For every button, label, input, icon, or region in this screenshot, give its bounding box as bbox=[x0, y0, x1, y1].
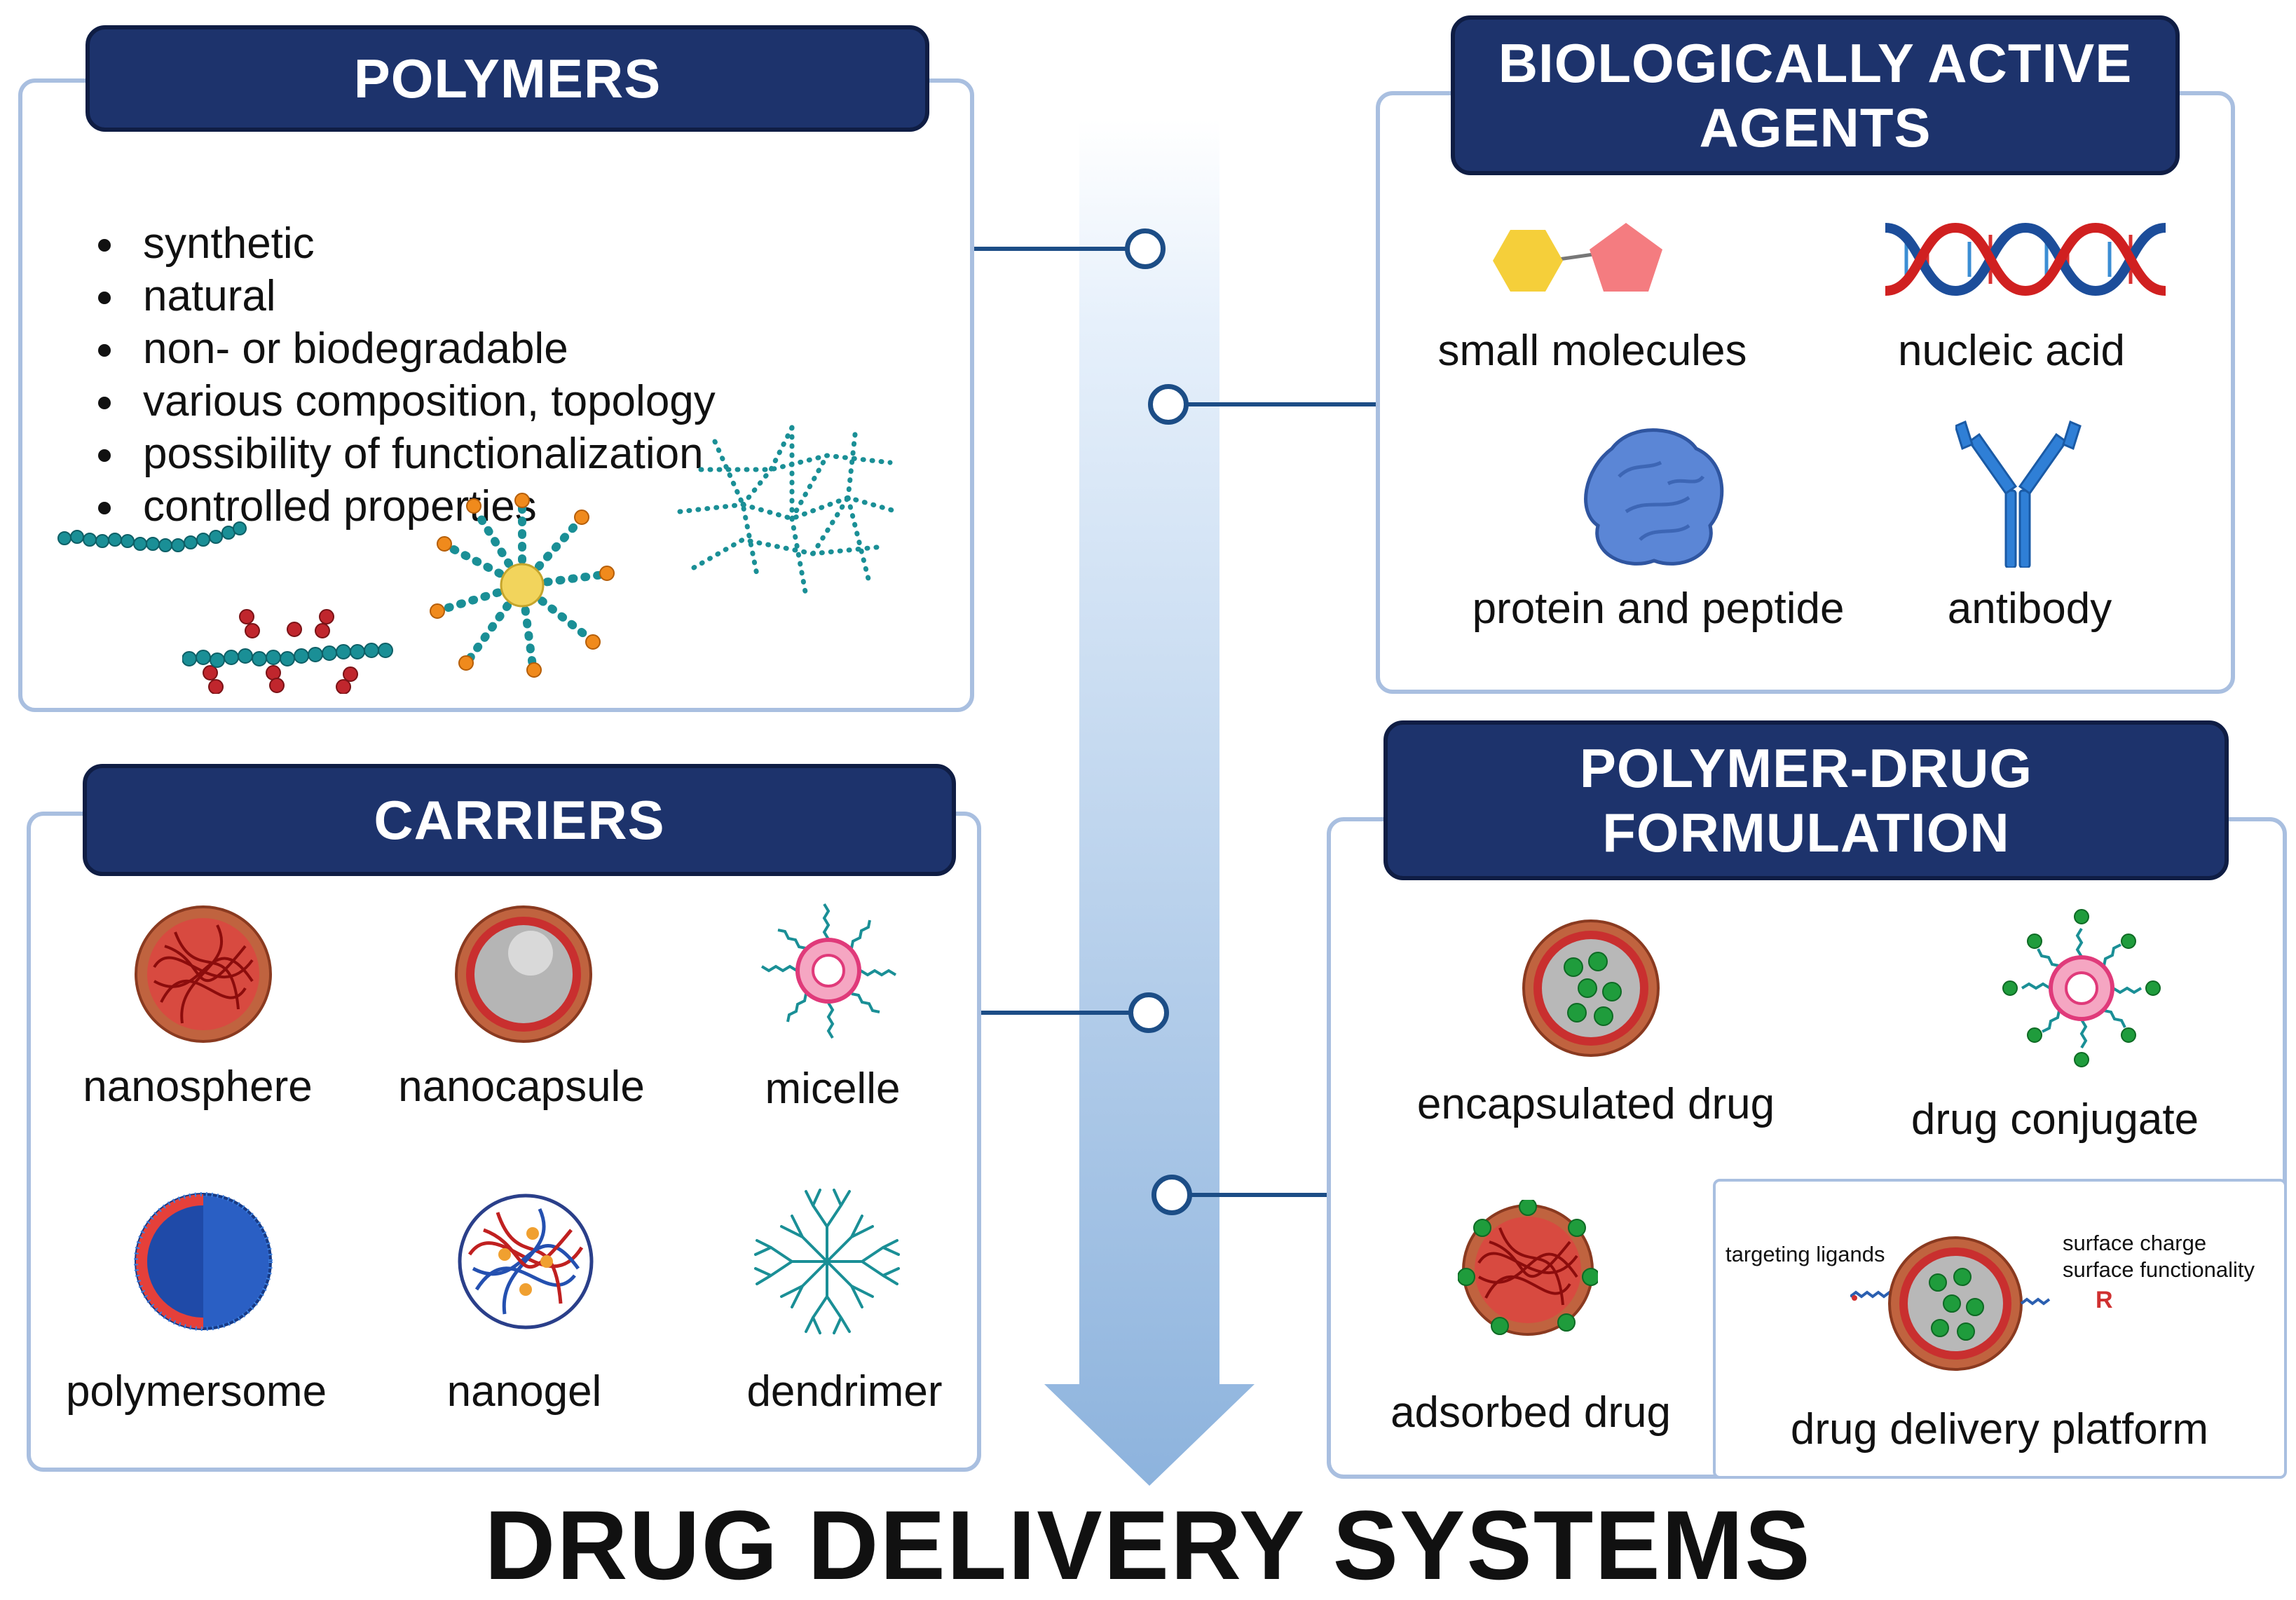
carrier-label-micelle: micelle bbox=[765, 1065, 901, 1113]
polymers-header: POLYMERS bbox=[86, 25, 929, 132]
platform-label: drug delivery platform bbox=[1790, 1405, 2209, 1454]
agents-panel bbox=[1376, 91, 2235, 694]
carriers-header-text: CARRIERS bbox=[374, 789, 665, 851]
antibody-icon bbox=[1955, 420, 2082, 568]
bullet-item: controlled properties bbox=[93, 480, 716, 533]
grafted-polymer-icon bbox=[182, 609, 393, 694]
formulation-header-line1: POLYMER-DRUG bbox=[1579, 737, 2033, 799]
agents-header: BIOLOGICALLY ACTIVE AGENTS bbox=[1451, 15, 2180, 175]
bullet-item: non- or biodegradable bbox=[93, 322, 716, 375]
bullet-item: possibility of functionalization bbox=[93, 428, 716, 480]
platform-note-surface-functionality: surface functionality bbox=[2063, 1257, 2255, 1282]
adsorbed-drug-icon bbox=[1458, 1200, 1598, 1336]
main-title: DRUG DELIVERY SYSTEMS bbox=[484, 1490, 1812, 1600]
agent-label-small-molecules: small molecules bbox=[1437, 327, 1747, 375]
polymersome-icon bbox=[134, 1192, 273, 1331]
carriers-header: CARRIERS bbox=[83, 764, 956, 876]
linear-polymer-icon bbox=[57, 521, 247, 552]
agent-label-antibody: antibody bbox=[1947, 584, 2112, 633]
dendrimer-icon bbox=[754, 1189, 900, 1334]
carrier-label-nanogel: nanogel bbox=[446, 1367, 602, 1416]
encapsulated-drug-icon bbox=[1522, 919, 1660, 1057]
carrier-label-nanocapsule: nanocapsule bbox=[398, 1062, 645, 1111]
connector-node-polymers bbox=[1125, 228, 1166, 269]
agents-header-line1: BIOLOGICALLY ACTIVE bbox=[1498, 32, 2133, 94]
connector-formulation bbox=[1191, 1193, 1327, 1197]
star-polymer-icon bbox=[430, 493, 615, 678]
polymers-header-text: POLYMERS bbox=[353, 48, 662, 109]
bullet-item: synthetic bbox=[93, 217, 716, 270]
polymers-bullet-list: synthetic natural non- or biodegradable … bbox=[93, 217, 716, 533]
agent-label-nucleic-acid: nucleic acid bbox=[1898, 327, 2125, 375]
central-arrow bbox=[1044, 119, 1255, 1486]
platform-particle-icon bbox=[1850, 1236, 2051, 1371]
micelle-icon bbox=[760, 903, 897, 1039]
bullet-item: various composition, topology bbox=[93, 375, 716, 428]
formulation-label-conjugate: drug conjugate bbox=[1911, 1095, 2199, 1144]
polymers-panel: synthetic natural non- or biodegradable … bbox=[18, 78, 974, 712]
bullet-item: natural bbox=[93, 270, 716, 322]
formulation-label-encapsulated: encapsulated drug bbox=[1416, 1080, 1775, 1128]
nanogel-icon bbox=[458, 1194, 594, 1329]
protein-icon bbox=[1584, 428, 1724, 566]
network-polymer-icon bbox=[677, 425, 900, 599]
connector-agents bbox=[1187, 402, 1376, 406]
carrier-label-nanosphere: nanosphere bbox=[83, 1062, 313, 1111]
connector-polymers bbox=[974, 247, 1140, 251]
platform-note-targeting-ligands: targeting ligands bbox=[1726, 1242, 1885, 1266]
dna-icon bbox=[1885, 222, 2166, 296]
connector-node-formulation bbox=[1152, 1175, 1192, 1215]
connector-carriers bbox=[978, 1011, 1137, 1015]
nanocapsule-icon bbox=[455, 905, 592, 1043]
small-molecule-icon bbox=[1493, 223, 1662, 292]
nanosphere-icon bbox=[135, 905, 272, 1043]
drug-conjugate-icon bbox=[2002, 909, 2161, 1067]
agent-label-protein-peptide: protein and peptide bbox=[1472, 584, 1845, 633]
carrier-label-dendrimer: dendrimer bbox=[746, 1367, 943, 1416]
agents-header-line2: AGENTS bbox=[1699, 97, 1932, 158]
connector-node-carriers bbox=[1128, 992, 1169, 1033]
formulation-label-adsorbed: adsorbed drug bbox=[1390, 1388, 1671, 1437]
connector-node-agents bbox=[1148, 384, 1189, 425]
formulation-header-line2: FORMULATION bbox=[1602, 802, 2010, 863]
carrier-label-polymersome: polymersome bbox=[65, 1367, 327, 1416]
platform-r-marker: R bbox=[2096, 1287, 2113, 1313]
platform-note-surface-charge: surface charge bbox=[2063, 1231, 2207, 1255]
formulation-header: POLYMER-DRUG FORMULATION bbox=[1383, 720, 2229, 880]
